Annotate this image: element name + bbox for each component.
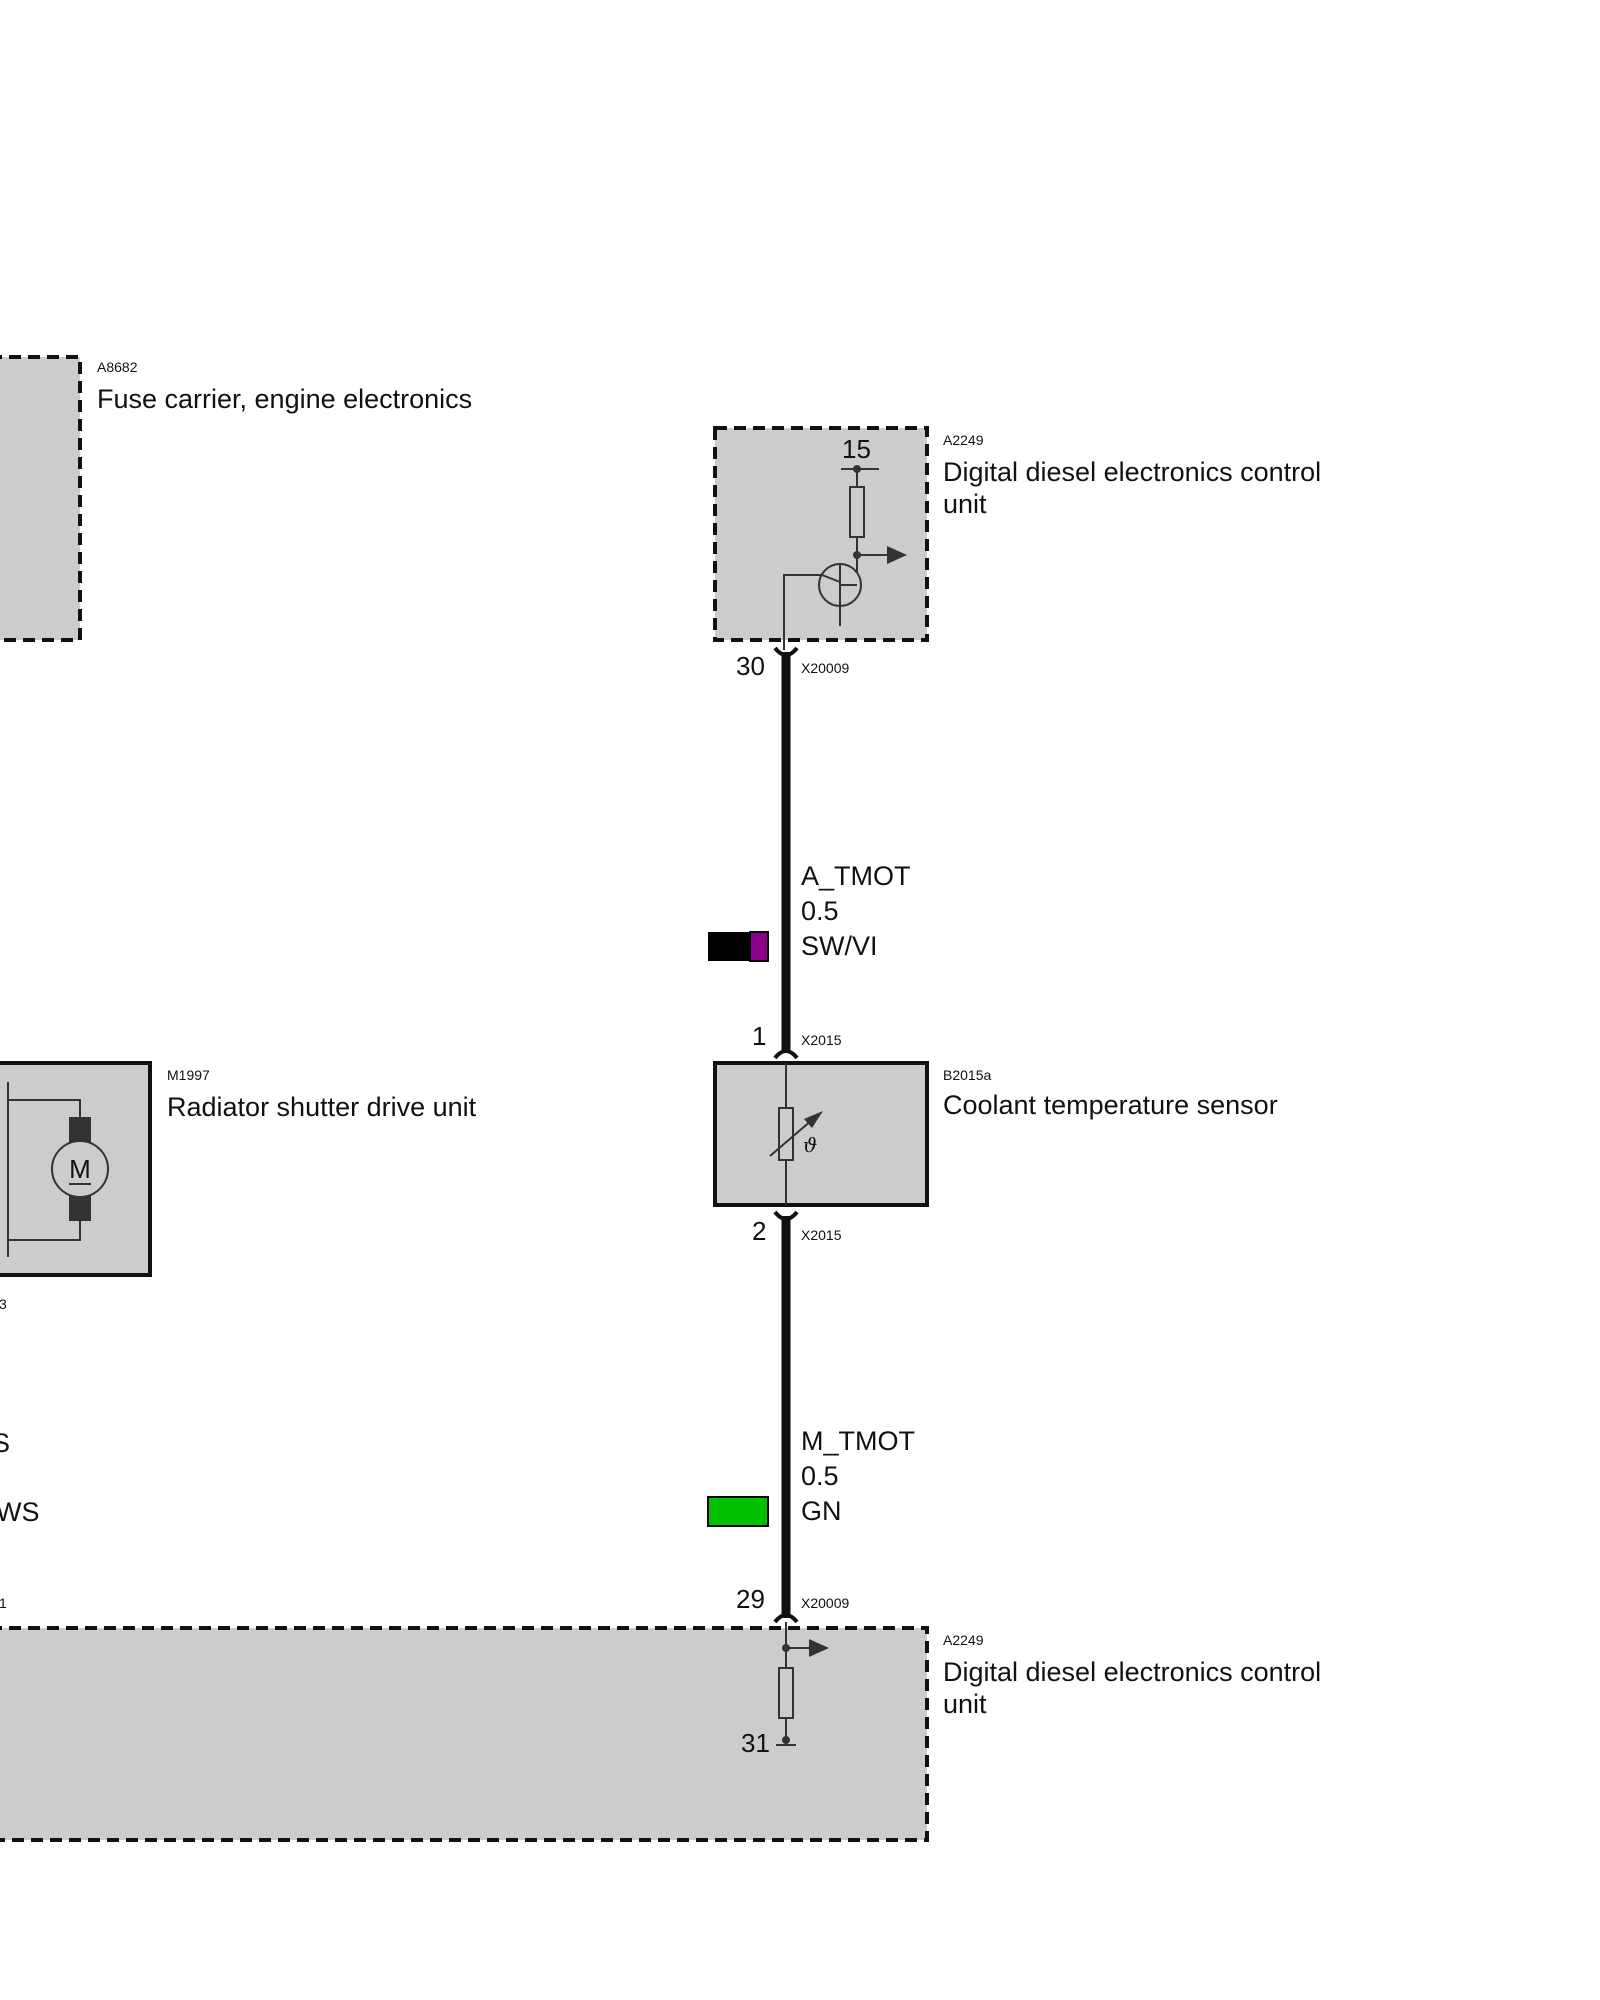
thermistor-symbol: ϑ bbox=[803, 1133, 817, 1157]
pin-2-label: 2 bbox=[752, 1216, 766, 1246]
radiator-shutter-name: Radiator shutter drive unit bbox=[167, 1092, 477, 1122]
wire-m-tmot-cross-section: 0.5 bbox=[801, 1461, 839, 1491]
dde-bottom-connector-partial: 1 bbox=[0, 1595, 7, 1611]
wire-a-tmot: A_TMOT 0.5 SW/VI bbox=[708, 646, 911, 1060]
dde-bottom-name-line1: Digital diesel electronics control bbox=[943, 1657, 1321, 1687]
wire-m-tmot-color-code: GN bbox=[801, 1496, 842, 1526]
connector-x20009-top-label: X20009 bbox=[801, 660, 849, 676]
wire-m-tmot-name: M_TMOT bbox=[801, 1426, 915, 1456]
dde-bottom-component: 31 A2249 Digital diesel electronics cont… bbox=[0, 1622, 1321, 1842]
connector-x2015-pin1-label: X2015 bbox=[801, 1032, 842, 1048]
radiator-shutter-connector-partial: 3 bbox=[0, 1296, 7, 1312]
fuse-carrier-id: A8682 bbox=[97, 359, 138, 375]
partial-left-wire-label-lower: WS bbox=[0, 1497, 40, 1527]
wire-a-tmot-name: A_TMOT bbox=[801, 861, 911, 891]
wire-m-tmot-color-swatch bbox=[707, 1496, 769, 1527]
wire-a-tmot-color-swatch-2 bbox=[749, 931, 769, 962]
connector-x2015-pin2-label: X2015 bbox=[801, 1227, 842, 1243]
pin-1-label: 1 bbox=[752, 1021, 766, 1051]
partial-left-wire-label-upper: S bbox=[0, 1428, 10, 1458]
dde-top-name-line1: Digital diesel electronics control bbox=[943, 457, 1321, 487]
connector-x20009-bottom-label: X20009 bbox=[801, 1595, 849, 1611]
pin-29-label: 29 bbox=[736, 1584, 765, 1614]
coolant-sensor-name: Coolant temperature sensor bbox=[943, 1090, 1278, 1120]
fuse-carrier-name: Fuse carrier, engine electronics bbox=[97, 384, 472, 414]
thermistor-arrow-icon bbox=[804, 1111, 823, 1128]
dde-bottom-name-line2: unit bbox=[943, 1689, 987, 1719]
motor-symbol: M bbox=[69, 1154, 91, 1184]
wire-a-tmot-color-swatch-1 bbox=[708, 932, 750, 961]
coolant-sensor-box bbox=[713, 1061, 929, 1207]
radiator-shutter-component: M M1997 Radiator shutter drive unit 3 bbox=[0, 1061, 477, 1312]
dde-top-box bbox=[713, 426, 929, 642]
motor-icon bbox=[51, 1140, 109, 1198]
dde-top-pullup-circuit bbox=[783, 468, 907, 650]
coolant-sensor-component: ϑ B2015a Coolant temperature sensor bbox=[713, 1061, 1278, 1207]
radiator-shutter-id: M1997 bbox=[167, 1067, 210, 1083]
wire-a-tmot-color-code: SW/VI bbox=[801, 931, 878, 961]
connector-x20009-pin30-symbol bbox=[773, 646, 799, 657]
dde-top-id: A2249 bbox=[943, 432, 984, 448]
connector-x2015-pin2-symbol bbox=[773, 1210, 799, 1221]
wire-a-tmot-cross-section: 0.5 bbox=[801, 896, 839, 926]
pin-30-label: 30 bbox=[736, 651, 765, 681]
coolant-sensor-id: B2015a bbox=[943, 1067, 991, 1083]
dde-top-name-line2: unit bbox=[943, 489, 987, 519]
dde-bottom-id: A2249 bbox=[943, 1632, 984, 1648]
dde-bottom-signal-arrow-icon bbox=[809, 1639, 829, 1657]
connector-x20009-pin29-symbol bbox=[773, 1613, 799, 1624]
dde-top-component: 15 A2249 Digital diesel electronics cont… bbox=[713, 426, 1321, 650]
wire-m-tmot: M_TMOT 0.5 GN bbox=[707, 1210, 915, 1624]
dde-top-internal-pin: 15 bbox=[842, 434, 871, 464]
dde-bottom-internal-pin: 31 bbox=[741, 1728, 770, 1758]
fuse-carrier-component: A8682 Fuse carrier, engine electronics bbox=[0, 355, 472, 642]
dde-bottom-box bbox=[0, 1626, 929, 1842]
fuse-carrier-box bbox=[0, 355, 82, 642]
connector-x2015-pin1-symbol bbox=[773, 1049, 799, 1060]
